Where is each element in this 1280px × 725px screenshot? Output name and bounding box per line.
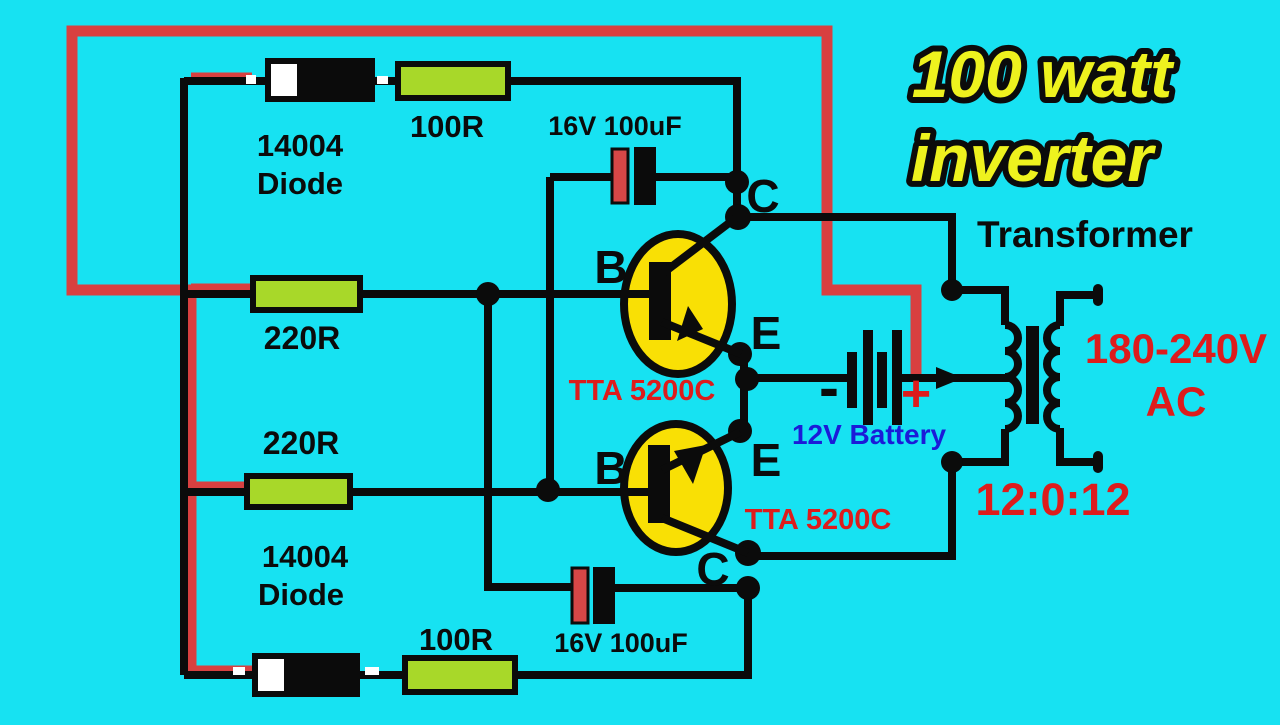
q2-pin-c-label: C — [696, 543, 729, 595]
capacitor-top-plate-black — [634, 147, 656, 205]
capacitor-bottom-plate-red — [570, 566, 590, 625]
resistor-100r-bottom-label: 100R — [419, 622, 493, 657]
transformer-core — [1026, 326, 1039, 424]
junction-primary-top — [941, 279, 963, 301]
transistor-q2-emitter-arrow — [674, 445, 706, 484]
centertap-arrow — [936, 367, 963, 389]
junction-dots — [476, 170, 963, 600]
secondary-bottom-terminal — [1093, 451, 1103, 473]
battery-plate-short-2 — [877, 352, 887, 408]
transistor-q2 — [620, 420, 750, 557]
secondary-bottom-lead — [1056, 428, 1097, 466]
junction-primary-bottom — [941, 451, 963, 473]
transformer-secondary-coil — [1043, 321, 1061, 433]
transformer — [936, 284, 1103, 473]
junction-base1 — [476, 282, 500, 306]
battery — [847, 330, 902, 425]
capacitor-bottom-plate-black — [593, 567, 615, 624]
capacitor-bottom-label: 16V 100uF — [554, 628, 688, 658]
diode-top-band — [271, 64, 297, 96]
resistor-220r-2-label: 220R — [263, 425, 340, 461]
title-line2: inverter — [911, 121, 1156, 195]
resistor-100r-top-label: 100R — [410, 109, 484, 144]
resistor-220r-2 — [244, 473, 353, 510]
battery-plate-long-1 — [863, 330, 873, 425]
page-title: 100 watt inverter — [905, 31, 1181, 201]
capacitor-top-plate-red — [610, 147, 630, 205]
diode-bottom-band — [258, 659, 284, 691]
battery-plate-long-2 — [892, 330, 902, 425]
q2-pin-b-label: B — [594, 442, 627, 494]
transistor-q1-emitter-lead — [660, 318, 743, 358]
diode-bottom-lead-mark-right — [365, 667, 379, 675]
secondary-top-terminal — [1093, 284, 1103, 306]
bottom-return-wire — [515, 588, 752, 679]
battery-plus-sign: + — [901, 365, 931, 423]
transistor-q1-collector-lead — [659, 213, 740, 278]
transistor-q2-collector-lead — [660, 514, 750, 557]
wiring — [180, 77, 1010, 679]
q1-pin-c-label: C — [746, 170, 779, 222]
diode-bottom-caption-label: Diode — [258, 577, 344, 612]
transistor-q1 — [620, 213, 743, 378]
q1-part-label: TTA 5200C — [569, 375, 716, 407]
q2-part-label: TTA 5200C — [745, 504, 892, 536]
diode-top-caption-label: Diode — [257, 166, 343, 201]
q1-pin-b-label: B — [594, 241, 627, 293]
capacitor-bottom — [570, 566, 615, 625]
resistor-220r-1 — [250, 275, 363, 313]
junction-base2 — [536, 478, 560, 502]
battery-label: 12V Battery — [792, 419, 947, 450]
junction-cap-top — [725, 170, 749, 194]
capacitor-top — [610, 147, 656, 205]
diode-bottom — [233, 653, 379, 697]
transformer-ratio-label: 12:0:12 — [975, 474, 1130, 525]
resistor-100r-bottom — [402, 655, 518, 695]
transformer-output-voltage-label: 180-240V — [1085, 325, 1267, 372]
title-line1: 100 watt — [912, 37, 1175, 111]
diode-top — [246, 58, 388, 102]
battery-plate-short-1 — [847, 352, 857, 408]
battery-minus-sign: - — [819, 354, 839, 421]
transformer-primary-coil — [1004, 321, 1022, 433]
transformer-output-type-label: AC — [1146, 378, 1207, 425]
transistor-q1-emitter-arrow — [677, 306, 703, 341]
diode-bottom-value-label: 14004 — [262, 539, 349, 574]
junction-emitter-rail — [735, 367, 759, 391]
diode-top-lead-mark-left — [246, 75, 256, 84]
secondary-top-lead — [1056, 291, 1097, 326]
labels: 14004 Diode 100R 16V 100uF 220R 220R 140… — [257, 109, 1267, 658]
diode-top-lead-mark-right — [377, 76, 388, 84]
q2-pin-e-label: E — [751, 434, 782, 486]
transistor-q2-bar — [648, 445, 670, 523]
junction-cap-bottom — [736, 576, 760, 600]
resistor-220r-1-label: 220R — [264, 320, 341, 356]
q1-pin-e-label: E — [751, 307, 782, 359]
transformer-label: Transformer — [977, 214, 1193, 255]
resistor-100r-top — [395, 61, 511, 101]
cross-couple-wire-2 — [484, 294, 572, 591]
diode-bottom-lead-mark-left — [233, 667, 245, 675]
red-wire-main-loop — [66, 25, 922, 677]
transistor-q1-body — [620, 230, 736, 378]
diode-top-value-label: 14004 — [257, 128, 344, 163]
capacitor-top-label: 16V 100uF — [548, 111, 682, 141]
